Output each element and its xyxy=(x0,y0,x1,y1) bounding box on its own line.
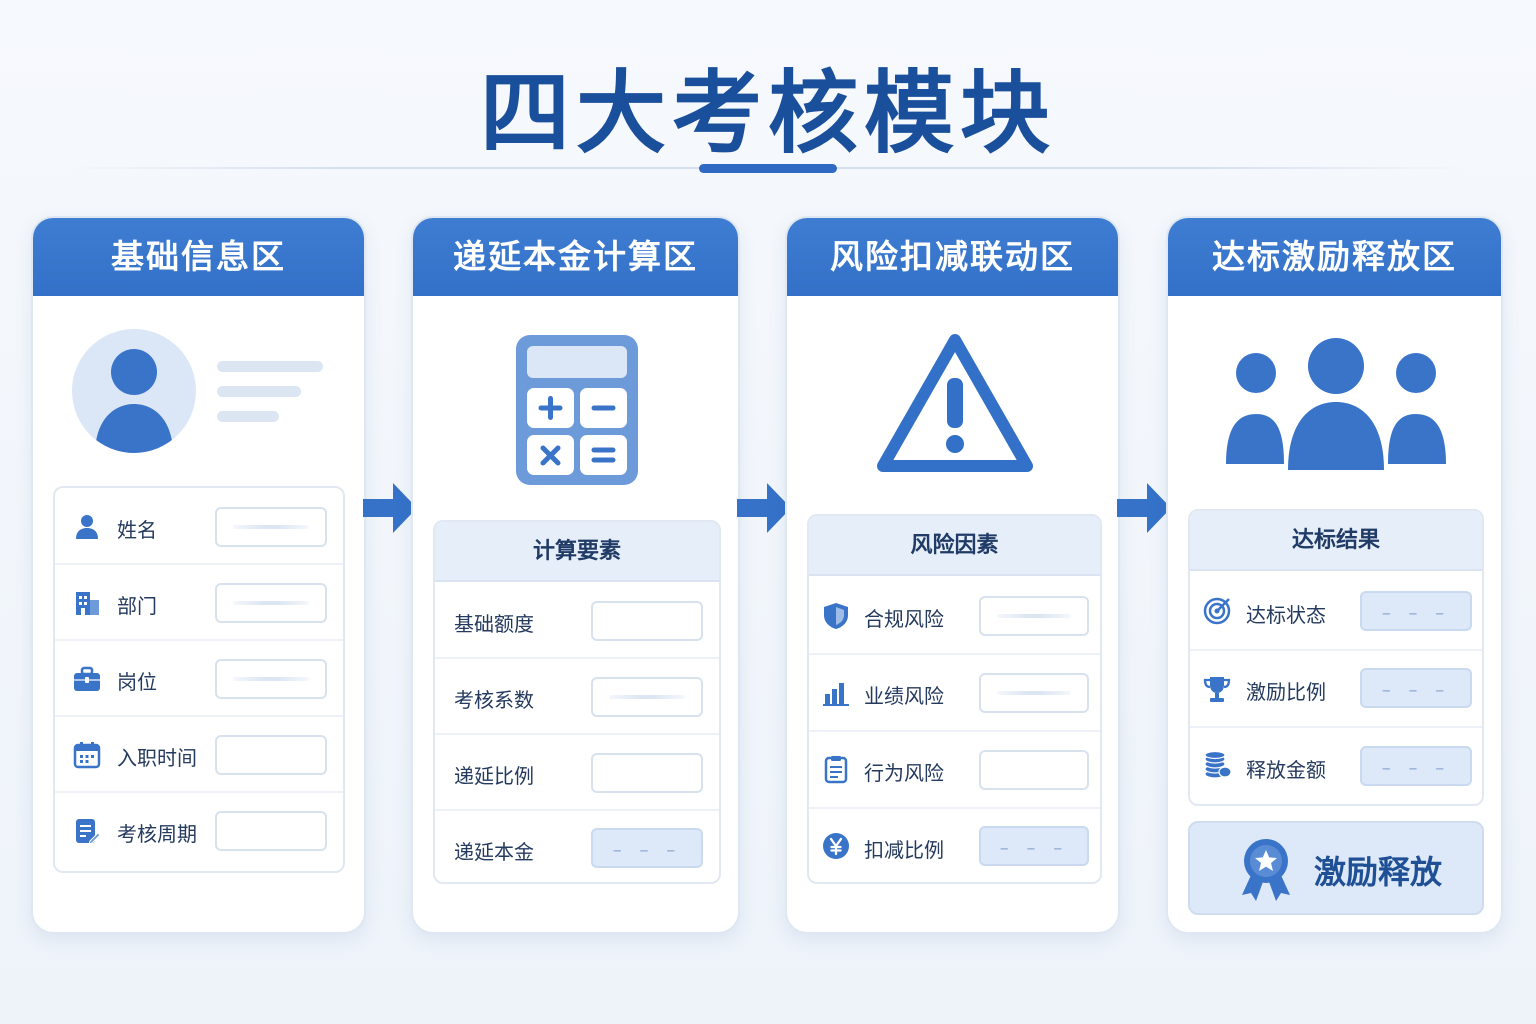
award-badge-icon xyxy=(1242,839,1290,901)
row-label: 合规风险 xyxy=(864,607,944,631)
module-header: 风险扣减联动区 xyxy=(787,218,1118,296)
list-item: 岗位 xyxy=(55,641,343,717)
list-item: 行为风险 xyxy=(809,732,1100,809)
list-item: 考核系数 xyxy=(435,659,719,735)
list-item: 合规风险 xyxy=(809,578,1100,655)
row-label: 岗位 xyxy=(117,670,157,694)
arrow-right-icon xyxy=(363,483,417,533)
review-coefficient-field[interactable] xyxy=(591,677,703,717)
deduction-ratio-output: – – – xyxy=(979,826,1089,866)
row-label: 部门 xyxy=(117,594,157,618)
panel-title: 风险因素 xyxy=(809,516,1100,576)
compliance-risk-field[interactable] xyxy=(979,596,1089,636)
list-item: 达标状态 – – – xyxy=(1190,573,1482,651)
title-accent-bar xyxy=(699,164,837,173)
list-item: 基础额度 xyxy=(435,584,719,659)
module-header: 递延本金计算区 xyxy=(413,218,738,296)
list-item: 扣减比例 – – – xyxy=(809,809,1100,882)
module-header: 达标激励释放区 xyxy=(1168,218,1501,296)
list-item: 入职时间 xyxy=(55,717,343,793)
trophy-icon xyxy=(1203,677,1231,702)
row-label: 考核系数 xyxy=(454,688,534,712)
review-period-field[interactable] xyxy=(215,811,327,851)
row-label: 递延本金 xyxy=(454,840,534,864)
row-label: 入职时间 xyxy=(117,746,197,770)
module-incentive-release: 达标激励释放区 达标结果 达标状态 – – – 激励比例 – – – 释放金额 … xyxy=(1166,216,1503,934)
row-label: 扣减比例 xyxy=(864,838,944,862)
incentive-release-button[interactable]: 激励释放 xyxy=(1188,821,1484,915)
module-basic-info: 基础信息区 姓名 部门 岗位 入职时间 xyxy=(31,216,366,934)
briefcase-icon xyxy=(74,666,100,691)
row-label: 激励比例 xyxy=(1246,680,1326,704)
row-label: 基础额度 xyxy=(454,612,534,636)
warning-icon xyxy=(877,334,1033,472)
achievement-status-output: – – – xyxy=(1360,591,1472,631)
module-header: 基础信息区 xyxy=(33,218,364,296)
risk-factors-panel: 风险因素 合规风险 业绩风险 行为风险 扣减比例 – – – xyxy=(807,514,1102,884)
row-label: 业绩风险 xyxy=(864,684,944,708)
page-title: 四大考核模块 xyxy=(480,61,1056,166)
base-amount-field[interactable] xyxy=(591,601,703,641)
position-field[interactable] xyxy=(215,659,327,699)
list-item: 部门 xyxy=(55,565,343,641)
performance-risk-field[interactable] xyxy=(979,673,1089,713)
list-item: 递延比例 xyxy=(435,735,719,811)
row-label: 考核周期 xyxy=(117,822,197,846)
hire-date-field[interactable] xyxy=(215,735,327,775)
calculator-icon xyxy=(516,335,638,485)
coins-stack-icon xyxy=(1204,750,1232,779)
target-icon xyxy=(1203,597,1231,625)
row-label: 达标状态 xyxy=(1246,603,1326,627)
arrow-right-icon xyxy=(737,483,791,533)
list-item: 姓名 xyxy=(55,488,343,565)
behavior-risk-field[interactable] xyxy=(979,750,1089,790)
module-risk-deduction: 风险扣减联动区 风险因素 合规风险 业绩风险 行为风险 扣减比例 – – – xyxy=(785,216,1120,934)
list-item: 考核周期 xyxy=(55,793,343,871)
yen-coin-icon xyxy=(823,833,849,859)
row-label: 递延比例 xyxy=(454,764,534,788)
arrow-right-icon xyxy=(1117,483,1171,533)
release-amount-output: – – – xyxy=(1360,746,1472,786)
building-icon xyxy=(76,592,99,615)
department-field[interactable] xyxy=(215,583,327,623)
row-label: 行为风险 xyxy=(864,761,944,785)
list-item: 激励比例 – – – xyxy=(1190,651,1482,728)
incentive-ratio-output: – – – xyxy=(1360,668,1472,708)
profile-avatar-icon xyxy=(72,329,323,453)
person-icon xyxy=(76,515,98,539)
shield-icon xyxy=(824,603,848,629)
panel-title: 达标结果 xyxy=(1190,511,1482,571)
deferral-ratio-field[interactable] xyxy=(591,753,703,793)
document-edit-icon xyxy=(76,819,101,845)
name-field[interactable] xyxy=(215,507,327,547)
panel-title: 计算要素 xyxy=(435,522,719,582)
bar-chart-icon xyxy=(823,683,849,706)
basic-info-list: 姓名 部门 岗位 入职时间 考核周期 xyxy=(53,486,345,873)
clipboard-icon xyxy=(824,756,848,784)
calculation-factors-panel: 计算要素 基础额度 考核系数 递延比例 递延本金 – – – xyxy=(433,520,721,884)
list-item: 业绩风险 xyxy=(809,655,1100,732)
row-label: 姓名 xyxy=(117,518,157,542)
list-item: 释放金额 – – – xyxy=(1190,728,1482,804)
release-button-label: 激励释放 xyxy=(1314,853,1443,891)
team-group-icon xyxy=(1226,338,1446,470)
calendar-icon xyxy=(73,742,101,769)
achievement-results-panel: 达标结果 达标状态 – – – 激励比例 – – – 释放金额 – – – xyxy=(1188,509,1484,806)
list-item: 递延本金 – – – xyxy=(435,811,719,882)
row-label: 释放金额 xyxy=(1246,758,1326,782)
deferred-principal-output: – – – xyxy=(591,828,703,868)
module-deferred-principal: 递延本金计算区 计算要素 基础额度 考核系数 递延比例 递延本金 xyxy=(411,216,740,934)
